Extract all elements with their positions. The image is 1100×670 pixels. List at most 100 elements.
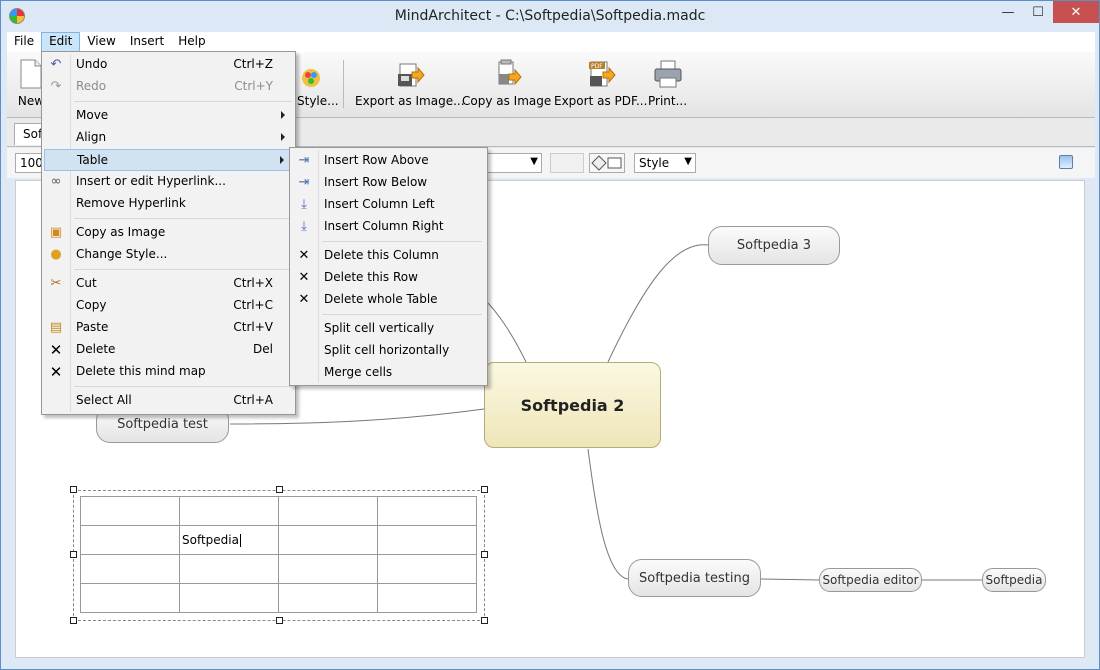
menu-item-change-style[interactable]: ● Change Style... bbox=[44, 244, 293, 266]
menu-item-delete-mindmap[interactable]: ✕ Delete this mind map bbox=[49, 363, 206, 381]
app-icon[interactable] bbox=[9, 8, 25, 24]
document-tab[interactable]: Softpedia bbox=[14, 123, 46, 145]
menu-item-delete-table[interactable]: ✕ Delete whole Table bbox=[292, 289, 485, 311]
export-pdf-button[interactable]: PDF Export as PDF... bbox=[554, 58, 647, 108]
zoom-input[interactable]: 100 bbox=[15, 153, 49, 173]
menu-help[interactable]: Help bbox=[178, 34, 206, 48]
menu-item-insert-col-left[interactable]: ⤓ Insert Column Left bbox=[292, 194, 485, 216]
menu-file[interactable]: File bbox=[14, 34, 35, 48]
maximize-button[interactable]: ☐ bbox=[1032, 4, 1044, 20]
menu-separator bbox=[74, 101, 292, 102]
menu-bar: File Edit View Insert Help bbox=[7, 32, 1095, 52]
table-cell[interactable] bbox=[278, 583, 378, 613]
menu-separator bbox=[322, 314, 482, 315]
resize-handle[interactable] bbox=[70, 486, 77, 493]
menu-item-delete[interactable]: ✕ Delete Del bbox=[49, 341, 273, 359]
connector-lines bbox=[229, 244, 982, 581]
copy-image-icon bbox=[491, 58, 523, 90]
table-cell[interactable] bbox=[179, 554, 279, 584]
menu-item-remove-hyperlink[interactable]: Remove Hyperlink bbox=[76, 196, 186, 210]
window-controls: — ☐ ✕ bbox=[993, 1, 1099, 23]
menu-item-redo[interactable]: ↷ Redo Ctrl+Y bbox=[44, 76, 293, 98]
menu-item-table[interactable]: Table bbox=[44, 149, 293, 171]
menu-item-insert-row-below[interactable]: ⇥ Insert Row Below bbox=[292, 172, 485, 194]
chevron-down-icon: ▼ bbox=[530, 156, 538, 167]
mindmap-node[interactable]: Softpedia bbox=[982, 568, 1046, 592]
resize-handle[interactable] bbox=[276, 486, 283, 493]
style-button-label: Style... bbox=[297, 94, 339, 108]
menu-item-split-horizontal[interactable]: Split cell horizontally bbox=[324, 343, 450, 357]
undo-icon: ↶ bbox=[50, 57, 62, 72]
table-cell[interactable] bbox=[278, 496, 378, 526]
delete-x-icon: ✕ bbox=[49, 341, 63, 359]
menu-item-split-vertical[interactable]: Split cell vertically bbox=[324, 321, 435, 335]
table-cell[interactable] bbox=[278, 525, 378, 555]
minimize-button[interactable]: — bbox=[1001, 4, 1015, 20]
resize-handle[interactable] bbox=[70, 617, 77, 624]
copy-image-button[interactable]: Copy as Image bbox=[462, 58, 551, 108]
style-button[interactable]: Style... bbox=[271, 58, 339, 108]
export-image-button[interactable]: Export as Image... bbox=[355, 58, 465, 108]
shape-picker[interactable] bbox=[589, 153, 625, 173]
menu-item-paste[interactable]: ▤ Paste Ctrl+V bbox=[49, 320, 273, 335]
title-bar[interactable]: MindArchitect - C:\Softpedia\Softpedia.m… bbox=[1, 1, 1099, 31]
panel-toggle-icon[interactable] bbox=[1059, 155, 1073, 169]
table-cell[interactable] bbox=[80, 554, 180, 584]
menu-view[interactable]: View bbox=[87, 34, 116, 48]
mindmap-main-node[interactable]: Softpedia 2 bbox=[484, 362, 661, 448]
clipboard-icon: ▤ bbox=[49, 320, 63, 335]
table-cell[interactable] bbox=[377, 554, 477, 584]
color-picker[interactable] bbox=[550, 153, 584, 173]
mindmap-node[interactable]: Softpedia editor bbox=[819, 568, 922, 592]
toolbar-separator bbox=[343, 60, 344, 108]
menu-item-merge-cells[interactable]: Merge cells bbox=[324, 365, 393, 379]
link-icon: ∞ bbox=[50, 174, 62, 189]
style-select-value: Style bbox=[639, 156, 670, 170]
table-row bbox=[80, 496, 477, 526]
svg-text:PDF: PDF bbox=[591, 63, 603, 70]
menu-item-insert-row-above[interactable]: ⇥ Insert Row Above bbox=[292, 150, 485, 172]
table-cell[interactable] bbox=[80, 583, 180, 613]
close-button[interactable]: ✕ bbox=[1053, 1, 1099, 23]
table-cell[interactable] bbox=[179, 496, 279, 526]
table-cell[interactable] bbox=[377, 496, 477, 526]
mindmap-node[interactable]: Softpedia 3 bbox=[708, 226, 840, 265]
menu-item-copy-image[interactable]: ▣ Copy as Image bbox=[49, 225, 166, 240]
menu-item-delete-column[interactable]: ✕ Delete this Column bbox=[292, 245, 485, 267]
palette-icon bbox=[289, 58, 321, 90]
mindmap-node[interactable]: Softpedia testing bbox=[628, 559, 761, 597]
resize-handle[interactable] bbox=[481, 617, 488, 624]
menu-item-undo[interactable]: ↶ Undo Ctrl+Z bbox=[44, 54, 293, 76]
resize-handle[interactable] bbox=[70, 551, 77, 558]
table-cell[interactable] bbox=[278, 554, 378, 584]
font-select[interactable]: ▼ bbox=[487, 153, 542, 173]
menu-item-copy[interactable]: Copy Ctrl+C bbox=[76, 298, 273, 312]
pdf-icon: PDF bbox=[585, 58, 617, 90]
insert-column-right-icon: ⤓ bbox=[301, 219, 307, 234]
table-cell-editing[interactable]: Softpedia bbox=[179, 525, 279, 555]
resize-handle[interactable] bbox=[481, 551, 488, 558]
menu-insert[interactable]: Insert bbox=[129, 34, 165, 48]
table-cell[interactable] bbox=[80, 525, 180, 555]
resize-handle[interactable] bbox=[481, 486, 488, 493]
resize-handle[interactable] bbox=[276, 617, 283, 624]
menu-item-move[interactable]: Move bbox=[44, 105, 293, 127]
menu-edit[interactable]: Edit bbox=[41, 32, 81, 52]
menu-item-align[interactable]: Align bbox=[44, 127, 293, 149]
menu-item-cut[interactable]: ✂ Cut Ctrl+X bbox=[44, 273, 293, 295]
delete-column-icon: ✕ bbox=[298, 248, 310, 263]
menu-item-select-all[interactable]: Select All Ctrl+A bbox=[76, 393, 273, 407]
menu-separator bbox=[322, 241, 482, 242]
menu-item-insert-col-right[interactable]: ⤓ Insert Column Right bbox=[292, 216, 485, 238]
table-cell[interactable] bbox=[80, 496, 180, 526]
export-image-label: Export as Image... bbox=[355, 94, 465, 108]
table-cell[interactable] bbox=[179, 583, 279, 613]
menu-item-delete-row[interactable]: ✕ Delete this Row bbox=[292, 267, 485, 289]
scissors-icon: ✂ bbox=[50, 276, 62, 291]
menu-item-insert-hyperlink[interactable]: ∞ Insert or edit Hyperlink... bbox=[44, 171, 293, 193]
style-select[interactable]: Style ▼ bbox=[634, 153, 696, 173]
mindmap-table[interactable]: Softpedia bbox=[80, 496, 477, 613]
table-cell[interactable] bbox=[377, 583, 477, 613]
print-button[interactable]: Print... bbox=[648, 58, 687, 108]
table-cell[interactable] bbox=[377, 525, 477, 555]
